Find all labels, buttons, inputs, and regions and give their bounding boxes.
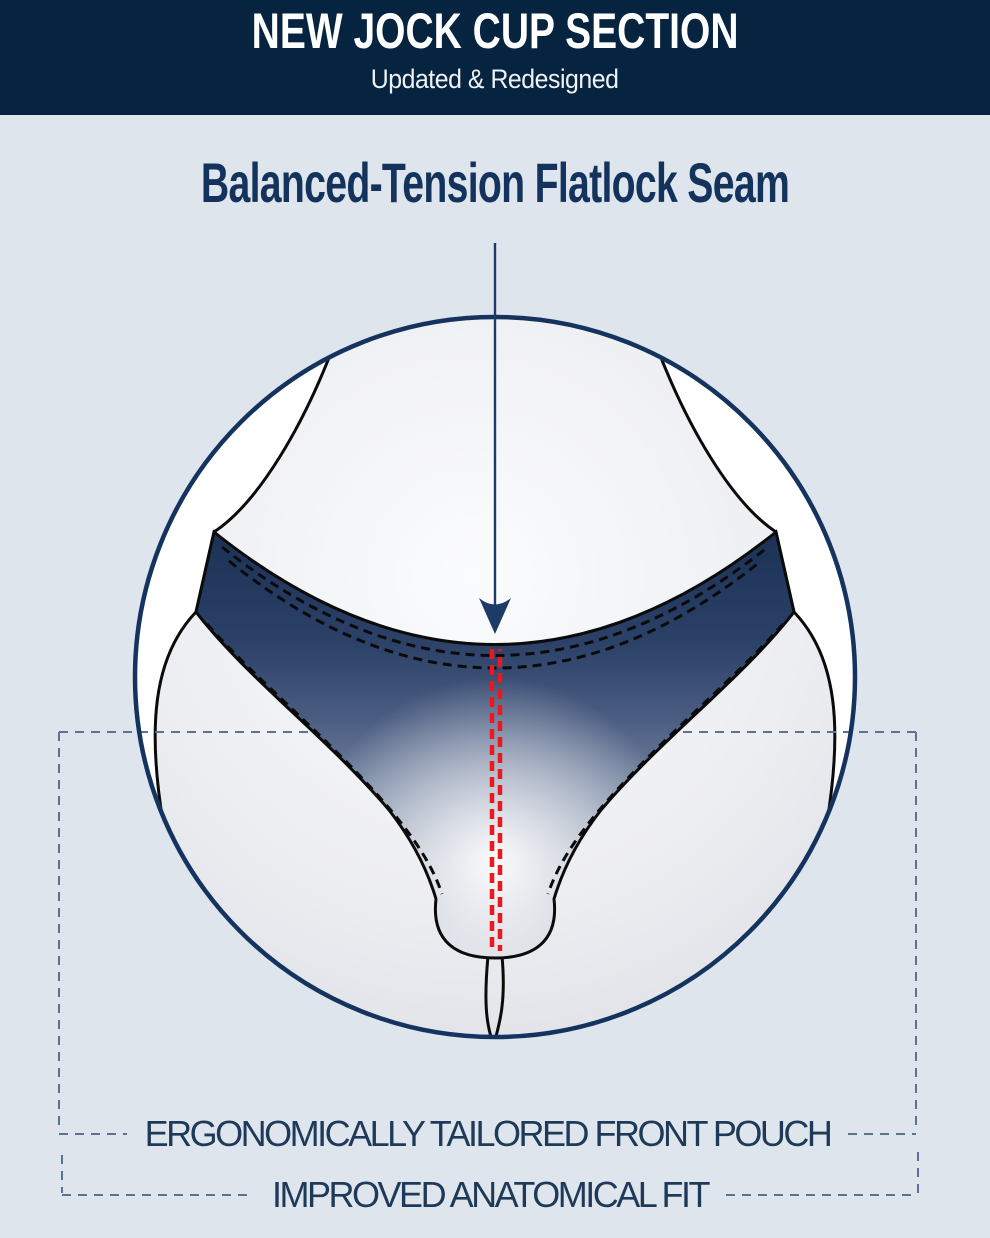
header-title: NEW JOCK CUP SECTION — [251, 3, 739, 59]
flatlock-seam — [489, 649, 503, 951]
callout-row-pouch: ERGONOMICALLY TAILORED FRONT POUCH — [59, 1112, 916, 1156]
dashed-line — [62, 1194, 255, 1196]
pouch-fabric — [194, 529, 796, 960]
section-title: Balanced-Tension Flatlock Seam — [200, 151, 790, 214]
callout-label-pouch: ERGONOMICALLY TAILORED FRONT POUCH — [144, 1113, 833, 1154]
dashed-line — [725, 1194, 918, 1196]
waistband-stitching — [205, 545, 785, 895]
down-arrow-icon — [479, 243, 511, 634]
callout-row-fit: IMPROVED ANATOMICAL FIT — [62, 1173, 918, 1217]
dashed-line — [59, 1133, 127, 1135]
header-banner: NEW JOCK CUP SECTION Updated & Redesigne… — [0, 0, 990, 115]
header-subtitle: Updated & Redesigned — [371, 64, 619, 94]
callout-box-verticals — [58, 732, 919, 1193]
callout-label-fit: IMPROVED ANATOMICAL FIT — [272, 1174, 710, 1215]
dashed-line — [848, 1133, 916, 1135]
